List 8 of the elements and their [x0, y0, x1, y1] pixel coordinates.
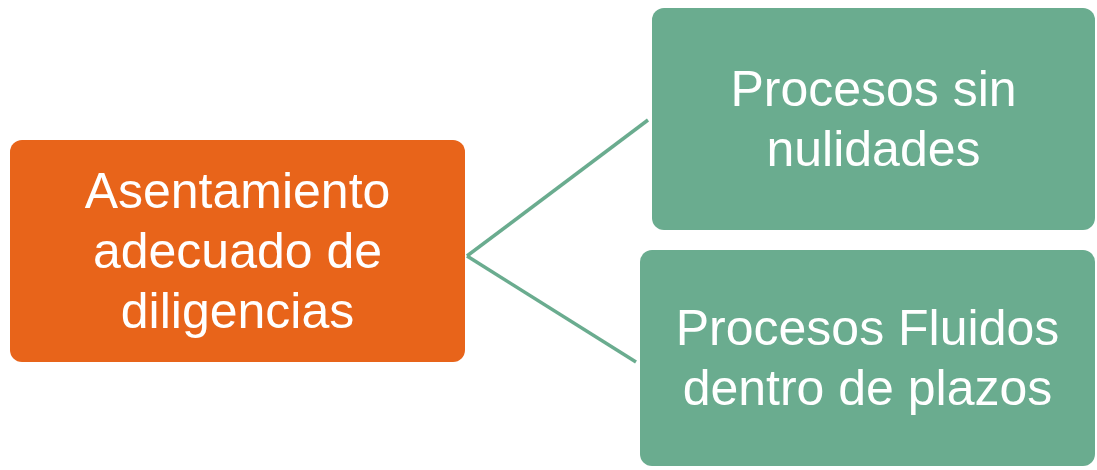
box-label: Procesos Fluidos dentro de plazos [674, 299, 1061, 418]
box-label: Asentamiento adecuado de diligencias [83, 162, 392, 341]
process-box [10, 140, 465, 362]
process-box [652, 8, 1095, 230]
connector-line [465, 118, 650, 258]
connector-line [466, 254, 637, 364]
process-box [640, 250, 1095, 466]
box-label: Procesos sin nulidades [729, 60, 1018, 179]
